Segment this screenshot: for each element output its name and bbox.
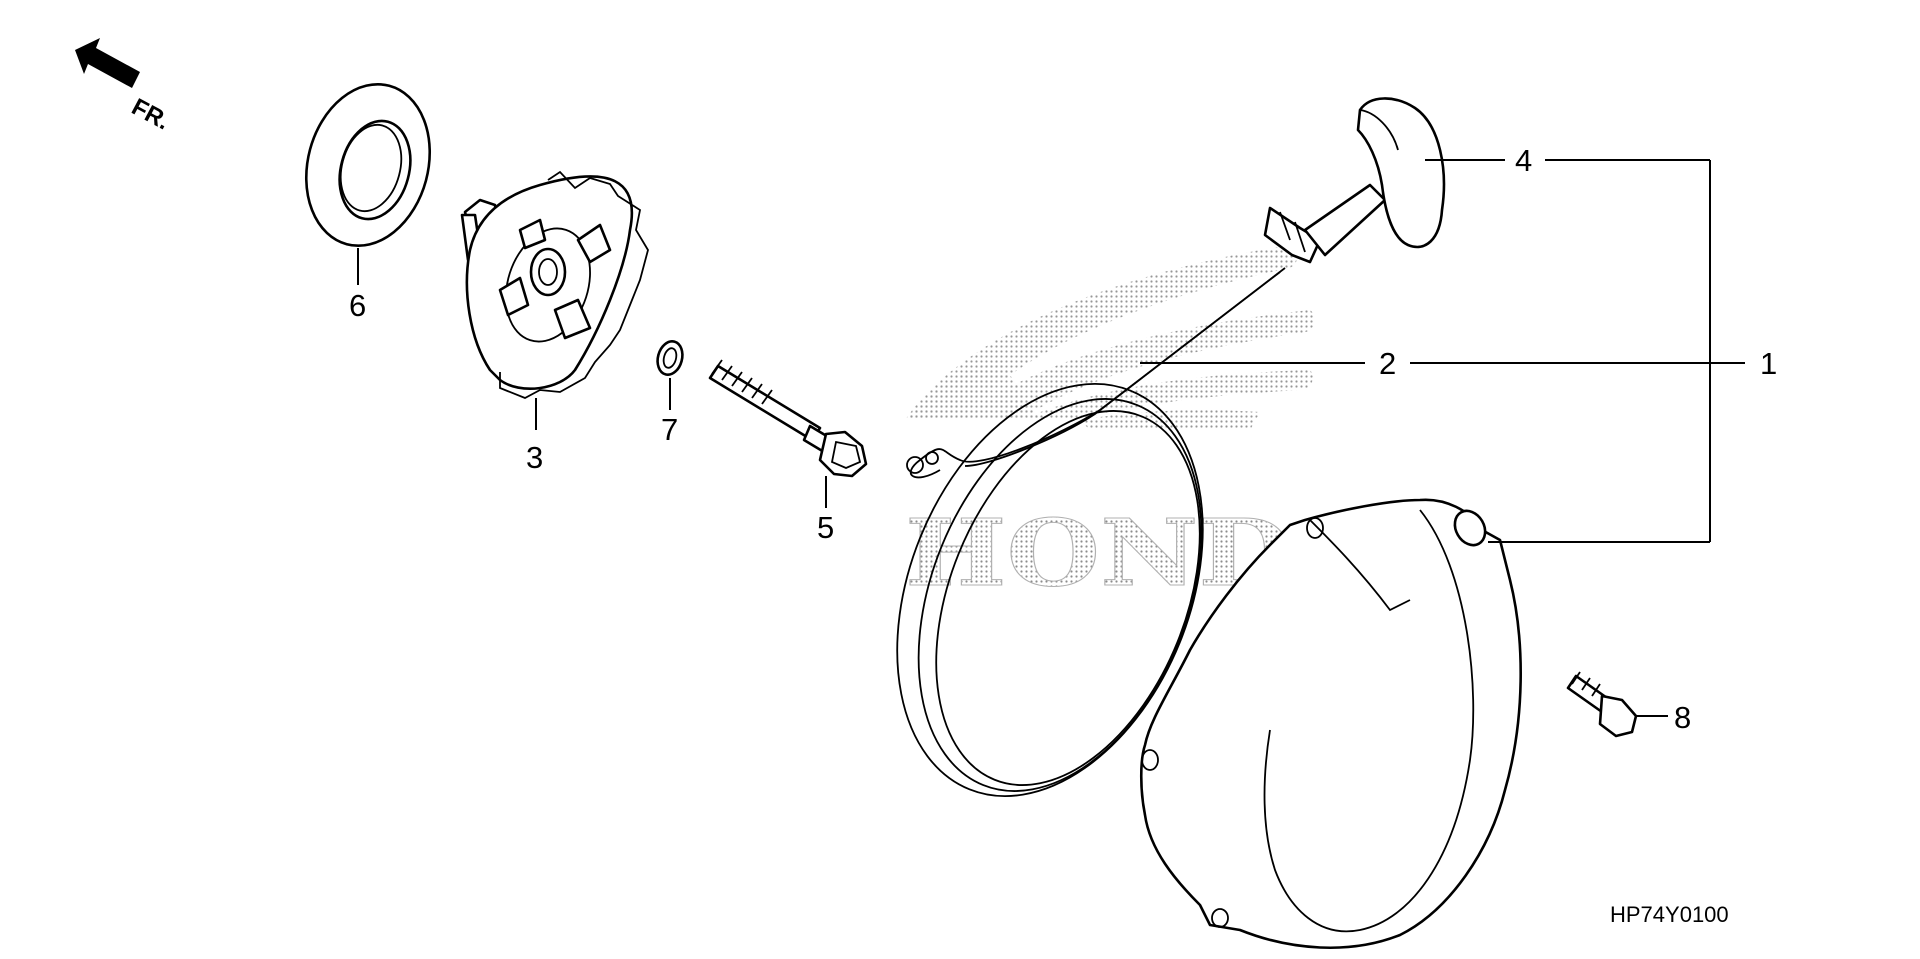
part-3-starter-pulley xyxy=(460,170,649,399)
part-1-starter-case xyxy=(1139,498,1522,949)
callout-labels: 1 2 3 4 5 6 7 8 xyxy=(349,143,1777,735)
callout-2: 2 xyxy=(1379,346,1396,381)
part-7-washer xyxy=(656,339,684,377)
front-direction-arrow: FR. xyxy=(75,38,174,135)
leader-lines xyxy=(357,159,1745,717)
part-5-bolt xyxy=(708,359,868,478)
callout-8: 8 xyxy=(1674,700,1691,735)
part-8-flange-bolt xyxy=(1566,671,1638,738)
part-4-starter-grip xyxy=(1263,97,1446,264)
front-direction-label: FR. xyxy=(127,93,174,135)
callout-6: 6 xyxy=(349,288,366,323)
callout-7: 7 xyxy=(661,412,678,447)
part-6-oil-seal xyxy=(304,82,432,248)
honda-wing-watermark xyxy=(905,245,1315,430)
callout-3: 3 xyxy=(526,440,543,475)
part-2-starter-rope xyxy=(896,267,1286,798)
diagram-code: HP74Y0100 xyxy=(1610,902,1729,927)
callout-4: 4 xyxy=(1515,143,1532,178)
callout-5: 5 xyxy=(817,510,834,545)
callout-1: 1 xyxy=(1760,346,1777,381)
